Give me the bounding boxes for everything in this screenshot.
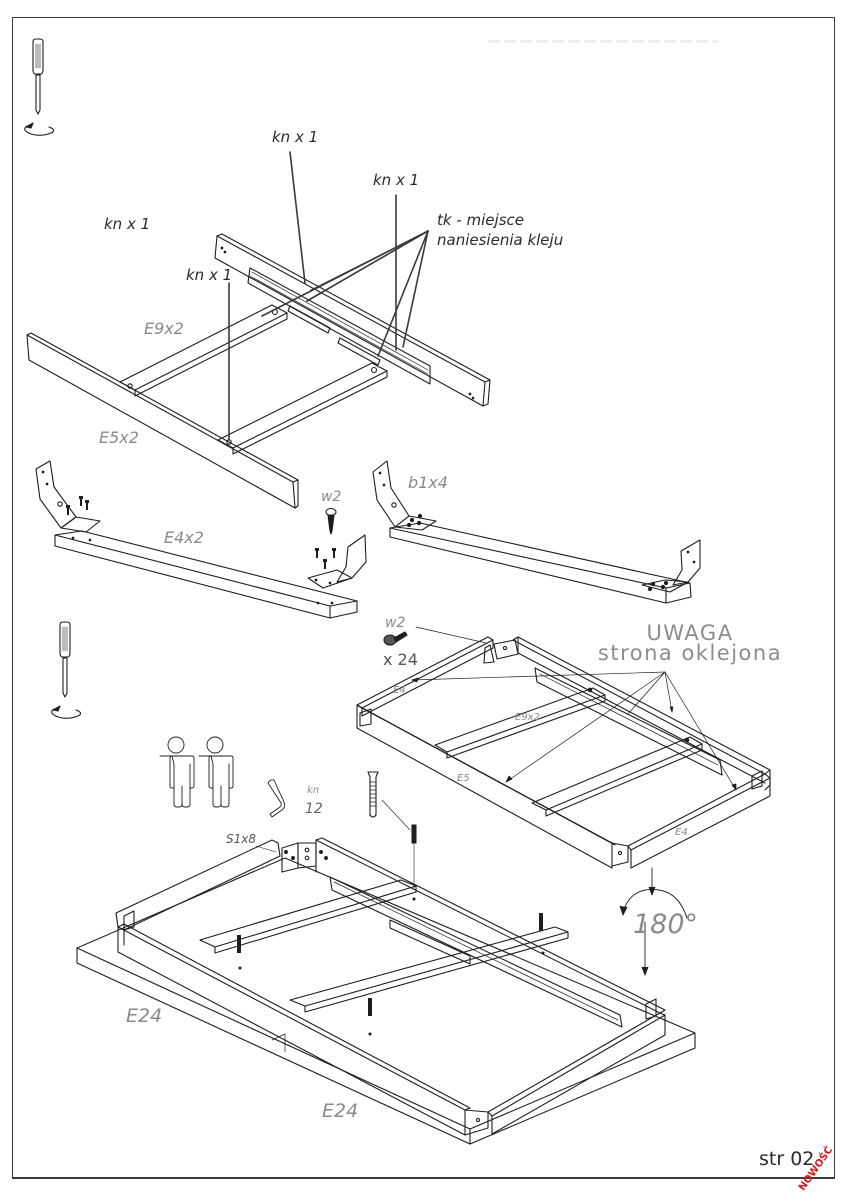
part-label-e4: E4 (393, 685, 406, 696)
corner-bracket (35, 460, 101, 533)
warning-note: UWAGA strona oklejona (594, 621, 786, 665)
screw-label-w2: w2 (385, 615, 406, 631)
e4-beam (54, 530, 358, 619)
e9-crossbar (217, 362, 388, 455)
screwdriver-icon (24, 38, 55, 136)
callout-kn-top: kn x 1 (272, 128, 319, 146)
callout-kn-mid: kn x 1 (186, 266, 233, 284)
screw-quantity: x 24 (383, 650, 418, 669)
e5-rail-back (214, 233, 491, 407)
screwdriver-icon (51, 621, 82, 719)
callout-kn-left: kn x 1 (104, 215, 151, 233)
part-label-e9: E9x2 (144, 319, 184, 338)
step2-left-assembly (35, 460, 367, 619)
glue-note-line1: tk - miejsce (437, 211, 524, 229)
step1-assembly (26, 151, 491, 509)
warning-text: strona oklejona (597, 640, 783, 665)
part-label-e24: E24 (322, 1100, 359, 1122)
part-label-e5: E5 (457, 773, 470, 784)
part-label-e9: E9x2 (515, 712, 540, 723)
screws (66, 496, 89, 515)
w2-screw-icon (383, 631, 408, 646)
part-label-e4: E4x2 (164, 528, 204, 547)
step4-assembly (76, 837, 696, 1145)
e5-rail-front (26, 332, 299, 509)
e4-beam (389, 522, 692, 604)
bracket-label-b1: b1x4 (408, 473, 448, 492)
screw-label-s1: S1x8 (226, 832, 256, 846)
corner-bracket (307, 534, 367, 589)
bolts (237, 913, 543, 1016)
allen-key-icon (267, 779, 286, 818)
rotation-label: 180° (633, 909, 699, 940)
callout-lines (228, 151, 429, 441)
part-label-e5: E5x2 (99, 428, 139, 447)
allen-key-label: kn (307, 785, 320, 796)
w2-screw (325, 507, 337, 535)
step2-right-assembly (372, 460, 701, 604)
part-label-e24: E24 (126, 1005, 163, 1027)
faint-header-artifact (488, 40, 718, 43)
callout-kn-right: kn x 1 (373, 171, 420, 189)
step3-frame (356, 626, 771, 869)
two-person-icon (159, 736, 234, 808)
warning-title: UWAGA (646, 621, 734, 645)
rotation-indicator (619, 867, 688, 976)
page-frame (12, 17, 835, 1179)
page-number: str 02 (759, 1148, 815, 1170)
corner-bracket (372, 460, 437, 531)
glue-note-line2: naniesienia kleju (437, 231, 564, 249)
slide-rail (247, 267, 431, 385)
bolt-icon (367, 771, 417, 889)
part-label-e4: E4 (675, 827, 688, 838)
corner-bracket (641, 539, 701, 593)
warning-leaders (411, 671, 737, 791)
screws (315, 548, 336, 569)
allen-key-qty: 12 (305, 801, 323, 817)
screw-label-w2: w2 (321, 489, 342, 505)
